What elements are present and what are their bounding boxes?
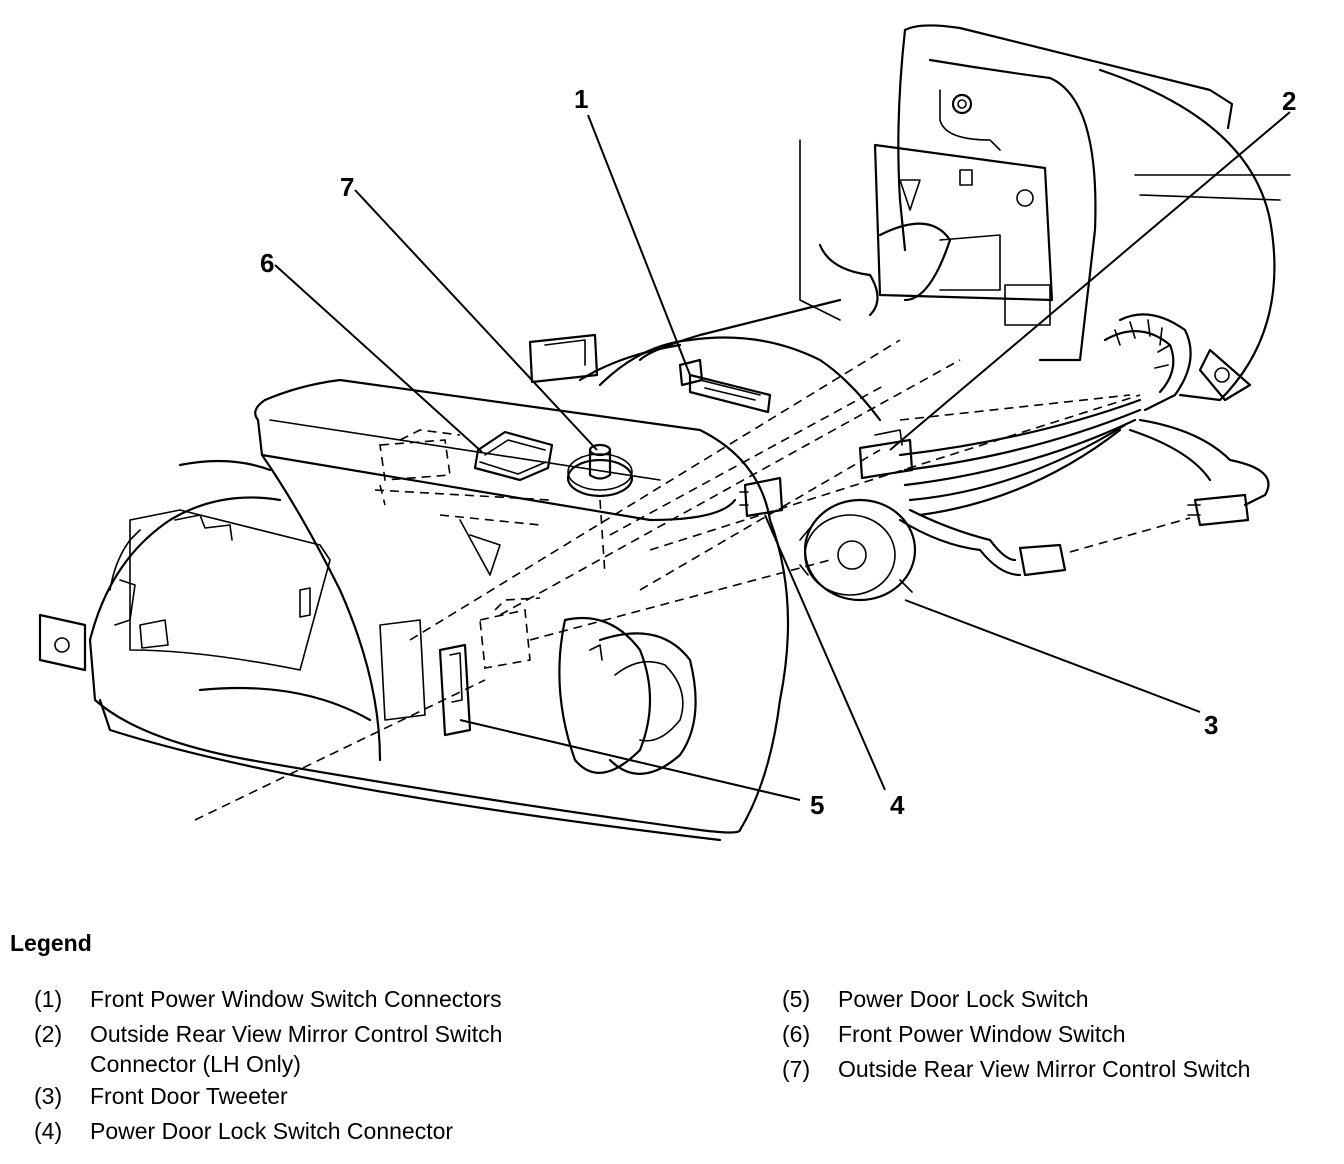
- legend-number: (7): [782, 1056, 811, 1082]
- callout-3: 3: [1204, 710, 1218, 740]
- legend-item-3: (3) Front Door Tweeter: [34, 1079, 734, 1114]
- legend-item-2: (2) Outside Rear View Mirror Control Swi…: [34, 1017, 734, 1079]
- legend-text: Front Power Window Switch: [838, 1021, 1126, 1047]
- door-inner-frame: [799, 24, 1291, 402]
- armrest-switches: [374, 429, 634, 669]
- legend-item-5: (5) Power Door Lock Switch: [782, 982, 1344, 1017]
- legend-number: (3): [34, 1083, 63, 1109]
- legend-number: (4): [34, 1118, 63, 1144]
- callout-4: 4: [890, 790, 905, 820]
- legend-text: Outside Rear View Mirror Control Switch: [838, 1056, 1251, 1082]
- legend-number: (6): [782, 1021, 811, 1047]
- legend-item-7: (7) Outside Rear View Mirror Control Swi…: [782, 1052, 1344, 1087]
- legend-number: (1): [34, 986, 63, 1012]
- door-trim-diagram: 1 2 3 4 5 6 7: [38, 24, 1296, 842]
- callout-7: 7: [340, 172, 354, 202]
- alignment-lines: [194, 339, 1191, 821]
- legend-right-column: (5) Power Door Lock Switch (6) Front Pow…: [782, 982, 1344, 1087]
- legend-text: Outside Rear View Mirror Control Switch …: [90, 1021, 503, 1077]
- legend-text: Front Power Window Switch Connectors: [90, 986, 502, 1012]
- legend-item-1: (1) Front Power Window Switch Connectors: [34, 982, 734, 1017]
- legend-left-column: (1) Front Power Window Switch Connectors…: [34, 982, 734, 1149]
- legend-item-6: (6) Front Power Window Switch: [782, 1017, 1344, 1052]
- callout-labels: 1 2 3 4 5 6 7: [260, 84, 1296, 820]
- callout-5: 5: [810, 790, 824, 820]
- legend-item-4: (4) Power Door Lock Switch Connector: [34, 1114, 734, 1149]
- leader-lines: [274, 111, 1291, 801]
- legend-text: Power Door Lock Switch Connector: [90, 1118, 454, 1144]
- callout-1: 1: [574, 84, 588, 114]
- callout-6: 6: [260, 248, 274, 278]
- legend-title: Legend: [10, 930, 92, 956]
- callout-2: 2: [1282, 86, 1296, 116]
- legend-text: Front Door Tweeter: [90, 1083, 288, 1109]
- door-trim-panel: [38, 378, 790, 842]
- legend-text: Power Door Lock Switch: [838, 986, 1089, 1012]
- legend-number: (2): [34, 1021, 63, 1047]
- tweeter: [799, 498, 917, 602]
- wiring-harness: [528, 298, 1270, 577]
- legend-number: (5): [782, 986, 811, 1012]
